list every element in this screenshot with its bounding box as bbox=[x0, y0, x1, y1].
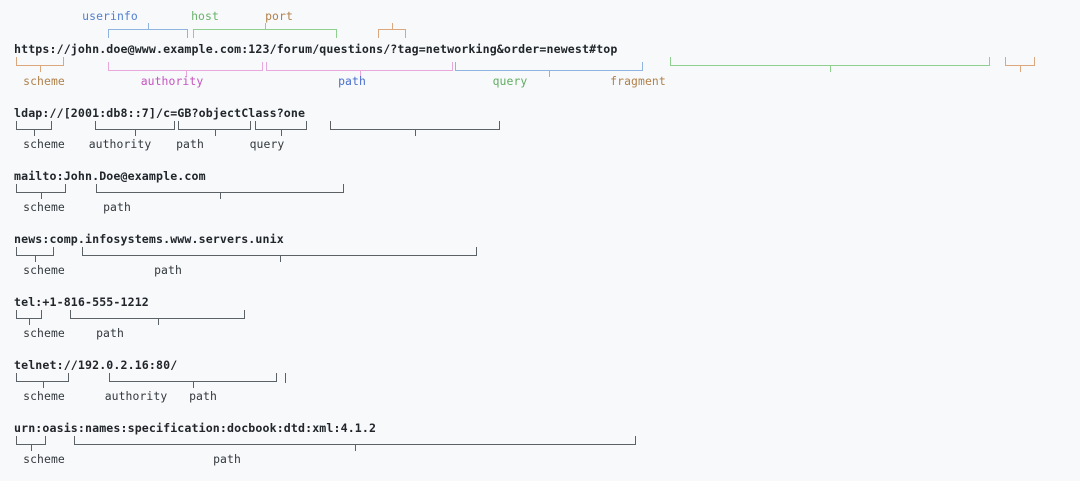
host-brace bbox=[193, 23, 337, 38]
path-brace-stem bbox=[157, 318, 159, 325]
authority-path-brace bbox=[109, 373, 277, 388]
scheme-brace bbox=[16, 373, 69, 388]
path-brace bbox=[82, 247, 477, 262]
authority-brace bbox=[95, 121, 175, 136]
path-brace bbox=[266, 62, 453, 77]
label-mailto-example-scheme: scheme bbox=[23, 200, 65, 214]
port-brace bbox=[378, 23, 406, 38]
path-brace-stem bbox=[279, 255, 281, 262]
scheme-brace-stem bbox=[35, 255, 36, 262]
label-news-example-path: path bbox=[154, 263, 182, 277]
scheme-brace bbox=[16, 184, 66, 199]
label-telnet-example-scheme: scheme bbox=[23, 389, 65, 403]
scheme-brace bbox=[16, 310, 42, 325]
label-https-example-fragment: fragment bbox=[610, 74, 666, 88]
unlabeled-green-brace bbox=[670, 57, 990, 72]
scheme-brace-stem bbox=[31, 444, 32, 451]
authority-brace bbox=[108, 62, 263, 77]
unlabeled-tan-brace-stem bbox=[1020, 65, 1021, 72]
path-brace-stem bbox=[220, 192, 221, 199]
label-telnet-example-authority: authority bbox=[104, 389, 168, 403]
scheme-brace-stem bbox=[34, 129, 35, 136]
scheme-brace-stem bbox=[29, 318, 30, 325]
authority-brace-stem bbox=[135, 129, 136, 136]
uri-text-mailto-example: mailto:John.Doe@example.com bbox=[14, 169, 206, 183]
path-end-tick bbox=[285, 373, 286, 383]
label-https-example-port: port bbox=[265, 9, 293, 23]
scheme-brace-stem bbox=[40, 65, 41, 72]
path-brace bbox=[70, 310, 245, 325]
scheme-brace bbox=[16, 121, 52, 136]
path-brace bbox=[178, 121, 251, 136]
label-mailto-example-path: path bbox=[103, 200, 131, 214]
label-news-example-scheme: scheme bbox=[23, 263, 65, 277]
query-brace-stem bbox=[281, 129, 282, 136]
query-brace-stem bbox=[549, 70, 550, 77]
scheme-brace-stem bbox=[41, 192, 42, 199]
path-brace bbox=[96, 184, 344, 199]
label-telnet-example-path: path bbox=[189, 389, 217, 403]
label-ldap-example-path: path bbox=[176, 137, 204, 151]
uri-text-ldap-example: ldap://[2001:db8::7]/c=GB?objectClass?on… bbox=[14, 106, 306, 120]
query-brace bbox=[255, 121, 307, 136]
label-tel-example-scheme: scheme bbox=[23, 326, 65, 340]
scheme-brace bbox=[16, 436, 46, 451]
port-brace-stem bbox=[392, 23, 393, 30]
unlabeled-brace-stem bbox=[415, 129, 416, 136]
authority-path-brace-stem bbox=[193, 381, 194, 388]
path-brace bbox=[74, 436, 636, 451]
scheme-brace bbox=[16, 57, 64, 72]
label-ldap-example-authority: authority bbox=[88, 137, 152, 151]
label-ldap-example-scheme: scheme bbox=[23, 137, 65, 151]
label-https-example-query: query bbox=[492, 74, 528, 88]
uri-text-urn-example: urn:oasis:names:specification:docbook:dt… bbox=[14, 421, 377, 435]
label-https-example-host: host bbox=[191, 9, 219, 23]
label-https-example-path: path bbox=[338, 74, 366, 88]
host-brace-stem bbox=[265, 23, 266, 30]
path-brace-stem bbox=[359, 70, 361, 77]
label-https-example-scheme: scheme bbox=[23, 74, 65, 88]
path-brace-stem bbox=[214, 129, 216, 136]
uri-text-https-example: https://john.doe@www.example.com:123/for… bbox=[14, 42, 618, 56]
scheme-brace bbox=[16, 247, 54, 262]
label-urn-example-path: path bbox=[213, 452, 241, 466]
label-https-example-userinfo: userinfo bbox=[82, 9, 138, 23]
uri-text-telnet-example: telnet://192.0.2.16:80/ bbox=[14, 358, 178, 372]
authority-brace-stem bbox=[185, 70, 187, 77]
userinfo-brace-stem bbox=[148, 23, 149, 30]
query-brace bbox=[455, 62, 643, 77]
userinfo-brace bbox=[108, 23, 188, 38]
unlabeled-tan-brace bbox=[1005, 57, 1035, 72]
path-brace-stem bbox=[355, 444, 356, 451]
label-https-example-authority: authority bbox=[140, 74, 204, 88]
label-tel-example-path: path bbox=[96, 326, 124, 340]
scheme-brace-stem bbox=[42, 381, 44, 388]
uri-text-news-example: news:comp.infosystems.www.servers.unix bbox=[14, 232, 284, 246]
unlabeled-brace bbox=[330, 121, 500, 136]
label-ldap-example-query: query bbox=[249, 137, 285, 151]
label-urn-example-scheme: scheme bbox=[23, 452, 65, 466]
uri-text-tel-example: tel:+1-816-555-1212 bbox=[14, 295, 149, 309]
unlabeled-green-brace-stem bbox=[830, 65, 831, 72]
